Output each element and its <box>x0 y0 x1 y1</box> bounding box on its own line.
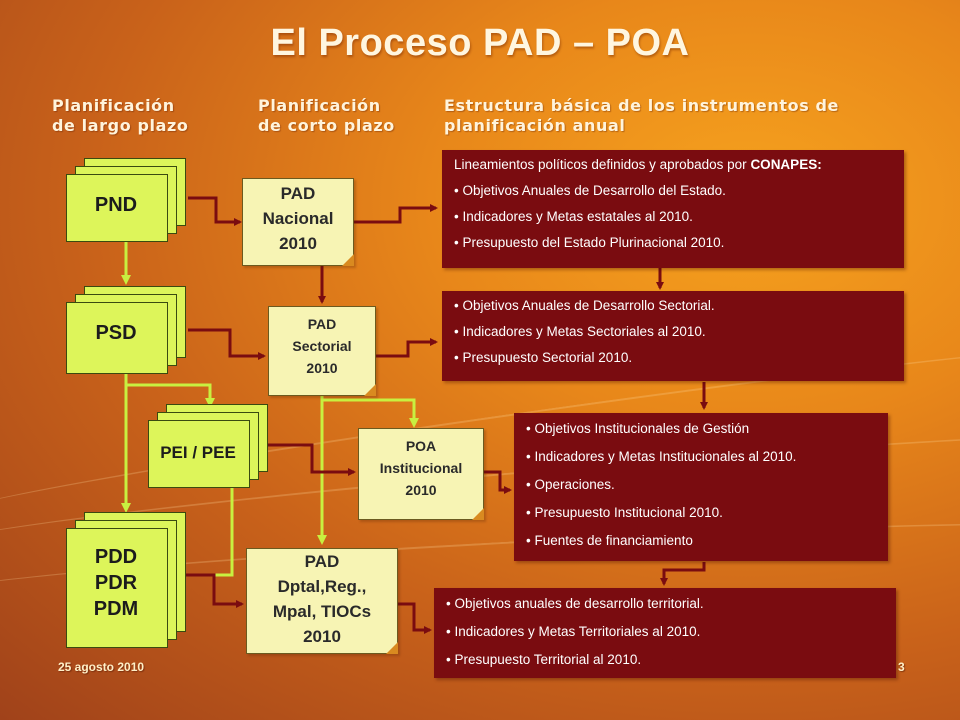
info-box-institucional: • Objetivos Institucionales de Gestión •… <box>514 413 888 561</box>
footer-date: 25 agosto 2010 <box>58 660 145 674</box>
document-label: PDM <box>93 598 139 620</box>
info-intro-text: Lineamientos políticos definidos y aprob… <box>454 157 751 172</box>
document-label: PEI / PEE <box>160 443 236 462</box>
slide-title: El Proceso PAD – POA <box>270 22 690 64</box>
note-line: POA <box>405 438 437 454</box>
column-heading-line: Planificación <box>258 96 381 115</box>
info-box-territorial: • Objetivos anuales de desarrollo territ… <box>434 588 896 678</box>
column-heading-short-term: Planificación de corto plazo <box>258 96 395 136</box>
info-box-item: • Presupuesto del Estado Plurinacional 2… <box>454 235 725 250</box>
pad-dptal-note: PAD Dptal,Reg., Mpal, TIOCs 2010 <box>246 548 398 654</box>
note-line: 2010 <box>306 360 338 376</box>
document-label: PSD <box>95 322 137 344</box>
info-box-intro: Lineamientos políticos definidos y aprob… <box>454 152 892 178</box>
column-heading-line: Planificación <box>52 96 175 115</box>
document-stack-pdd-pdr-pdm: PDD PDR PDM <box>66 512 188 648</box>
document-label: PND <box>94 194 138 216</box>
info-box-item: • Fuentes de financiamiento <box>526 533 693 548</box>
document-stack-psd: PSD <box>66 286 188 374</box>
pad-sectorial-note: PAD Sectorial 2010 <box>268 306 376 396</box>
info-box-item: • Operaciones. <box>526 477 615 492</box>
column-heading-structure: Estructura básica de los instrumentos de… <box>444 96 839 136</box>
info-box-item: • Objetivos Anuales de Desarrollo del Es… <box>454 183 726 198</box>
info-box-item: • Presupuesto Territorial al 2010. <box>446 652 642 667</box>
note-line: PAD <box>280 184 316 203</box>
note-line: 2010 <box>279 234 317 253</box>
info-box-nacional: Lineamientos políticos definidos y aprob… <box>442 150 904 268</box>
info-box-item: • Indicadores y Metas Sectoriales al 201… <box>454 324 706 339</box>
info-box-item: • Presupuesto Sectorial 2010. <box>454 350 633 365</box>
info-box-item: • Indicadores y Metas Territoriales al 2… <box>446 624 701 639</box>
note-line: Mpal, TIOCs <box>272 602 372 621</box>
info-box-item: • Objetivos anuales de desarrollo territ… <box>446 596 704 611</box>
note-line: 2010 <box>405 482 437 498</box>
document-stack-pei-pee: PEI / PEE <box>148 404 270 488</box>
info-box-item: • Presupuesto Institucional 2010. <box>526 505 723 520</box>
column-heading-line: de corto plazo <box>258 116 395 135</box>
document-stack-pnd: PND <box>66 158 188 242</box>
column-heading-line: planificación anual <box>444 116 626 135</box>
note-line: Sectorial <box>292 338 352 354</box>
note-line: 2010 <box>303 627 341 646</box>
info-box-sectorial: • Objetivos Anuales de Desarrollo Sector… <box>442 291 904 381</box>
note-line: Dptal,Reg., <box>277 577 367 596</box>
pad-nacional-note: PAD Nacional 2010 <box>242 178 354 266</box>
poa-institucional-note: POA Institucional 2010 <box>358 428 484 520</box>
info-intro-bold: CONAPES: <box>750 157 822 172</box>
info-box-item: • Indicadores y Metas Institucionales al… <box>526 449 797 464</box>
column-heading-line: de largo plazo <box>52 116 189 135</box>
note-line: Institucional <box>379 460 463 476</box>
column-heading-line: Estructura básica de los instrumentos de <box>444 96 839 115</box>
document-label: PDR <box>94 572 138 594</box>
document-label: PDD <box>94 546 138 568</box>
note-line: PAD <box>304 552 340 571</box>
info-box-item: • Objetivos Anuales de Desarrollo Sector… <box>454 298 715 313</box>
footer-page-number: 3 <box>898 660 905 674</box>
info-box-item: • Indicadores y Metas estatales al 2010. <box>454 209 693 224</box>
note-line: PAD <box>307 316 337 332</box>
note-line: Nacional <box>262 209 334 228</box>
info-box-item: • Objetivos Institucionales de Gestión <box>526 421 750 436</box>
column-heading-long-term: Planificación de largo plazo <box>52 96 189 136</box>
